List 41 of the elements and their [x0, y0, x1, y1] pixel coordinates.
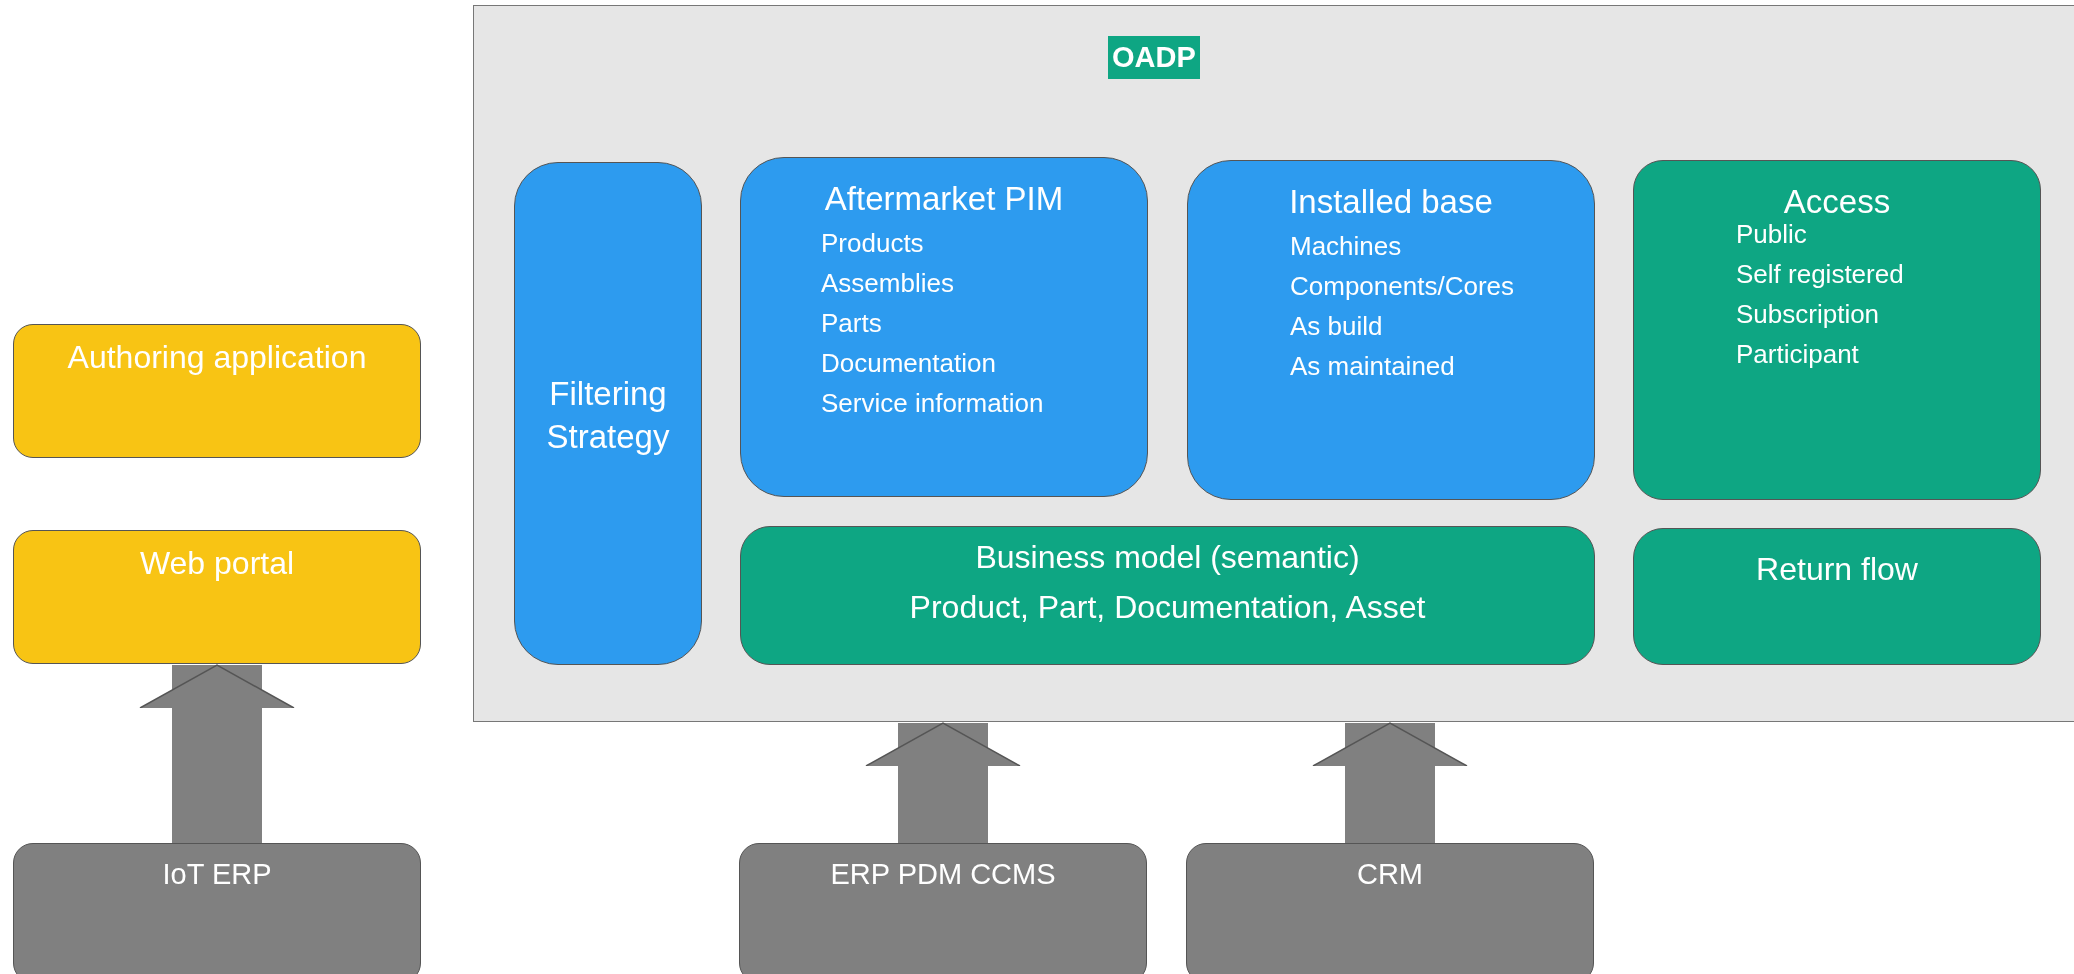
module-box [514, 162, 702, 665]
module-box [1633, 160, 2041, 500]
list-item: As build [1290, 311, 1383, 342]
list-item: Components/Cores [1290, 271, 1514, 302]
box-label: IoT ERP [161, 858, 273, 891]
module-title: Business model (semantic) [974, 539, 1361, 576]
box-label: Web portal [138, 545, 296, 582]
list-item: Subscription [1736, 299, 1880, 330]
panel-title: OADP [1108, 36, 1200, 79]
list-item: Service information [821, 388, 1044, 419]
list-item: As maintained [1290, 351, 1455, 382]
module-box [740, 157, 1148, 497]
module-box [1187, 160, 1595, 500]
module-title: Filtering Strategy [545, 374, 671, 457]
application-box [13, 324, 421, 458]
module-title: Installed base [1288, 183, 1494, 221]
block-arrow [1312, 722, 1468, 843]
box-label: CRM [1355, 858, 1424, 891]
module-box [1633, 528, 2041, 665]
list-item: Public [1736, 219, 1807, 250]
block-arrow [865, 722, 1021, 843]
list-item: Participant [1736, 339, 1859, 370]
list-item: Machines [1290, 231, 1402, 262]
list-item: Assemblies [821, 268, 954, 299]
source-system-box [1186, 843, 1594, 974]
source-system-box [739, 843, 1147, 974]
list-item: Self registered [1736, 259, 1904, 290]
list-item: Documentation [821, 348, 996, 379]
box-label: Authoring application [66, 339, 368, 376]
module-box [740, 526, 1595, 665]
application-box [13, 530, 421, 664]
source-system-box [13, 843, 421, 974]
platform-panel [473, 5, 2074, 722]
list-item: Products [821, 228, 924, 259]
module-title: Return flow [1755, 551, 1919, 588]
module-title: Access [1782, 183, 1892, 221]
list-item: Parts [821, 308, 882, 339]
box-label: ERP PDM CCMS [829, 858, 1057, 891]
block-arrow [139, 664, 295, 843]
entity-list: Product, Part, Documentation, Asset [741, 589, 1594, 626]
module-title: Aftermarket PIM [823, 180, 1065, 218]
